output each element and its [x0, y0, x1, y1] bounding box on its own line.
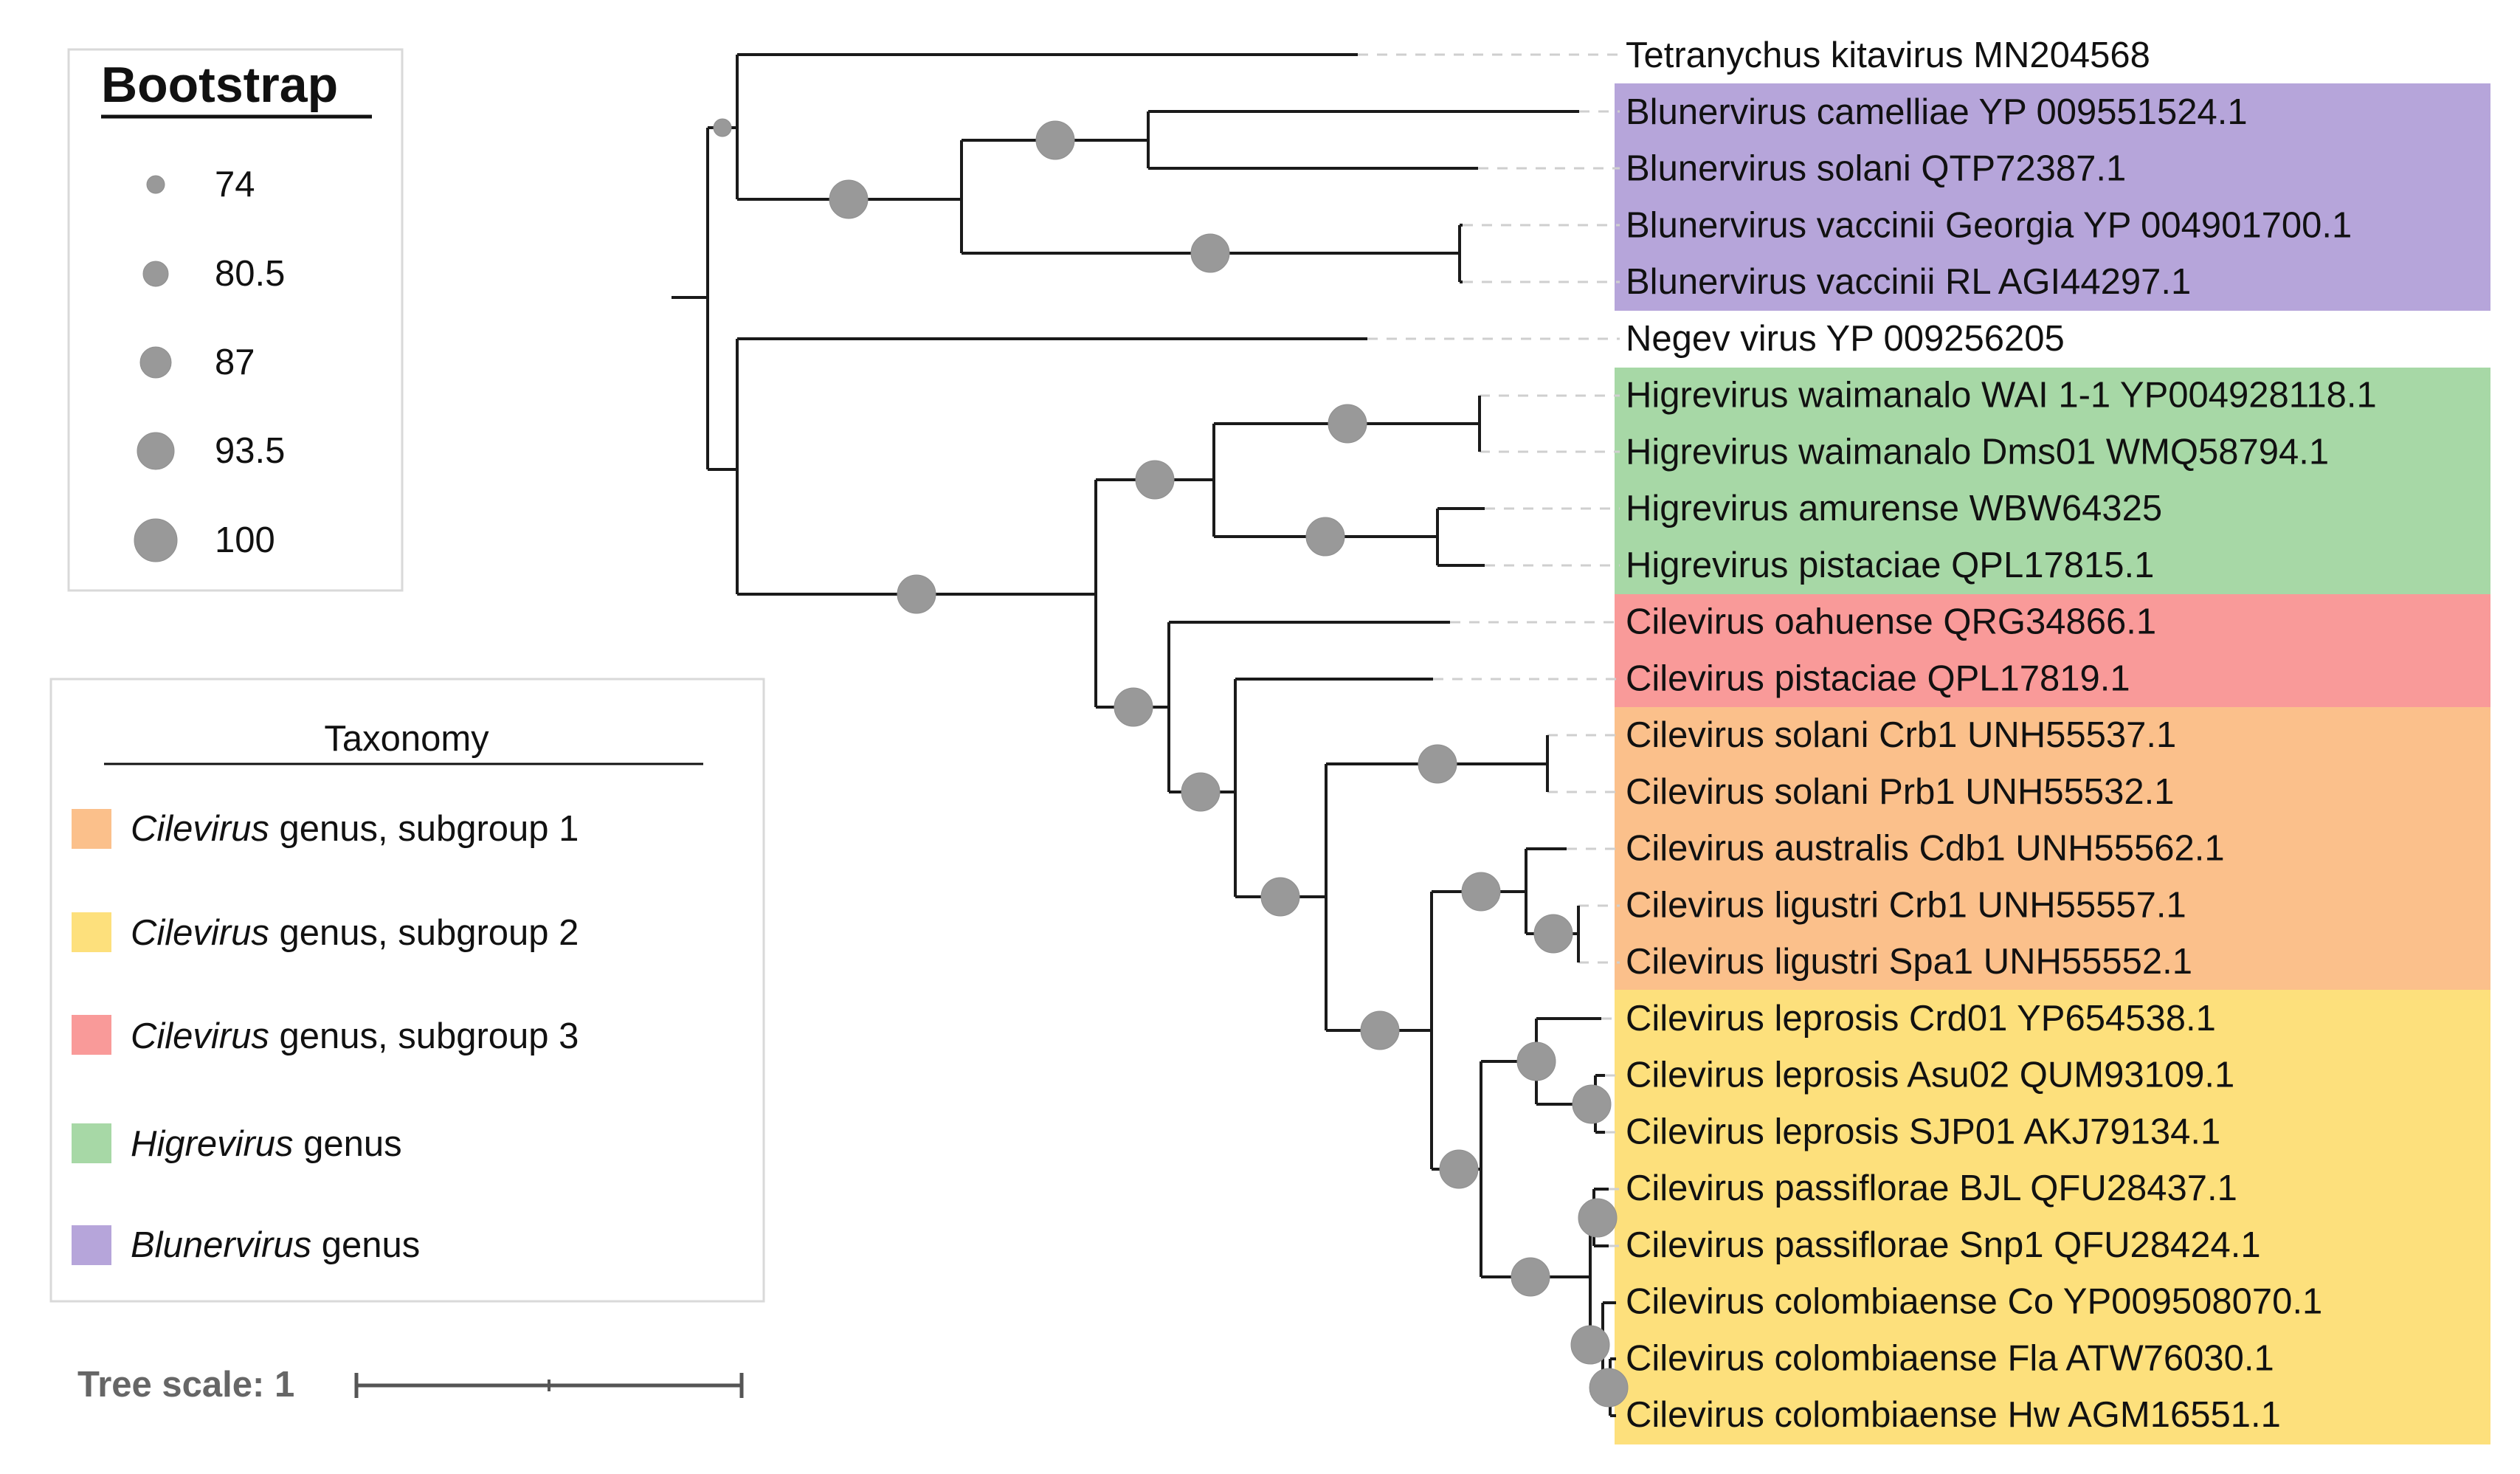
bootstrap-circle	[829, 179, 869, 219]
bootstrap-circle	[1190, 233, 1230, 273]
bootstrap-circle	[1511, 1257, 1550, 1297]
bootstrap-circle	[1305, 517, 1345, 557]
taxon-label: Higrevirus waimanalo Dms01 WMQ58794.1	[1626, 432, 2329, 472]
legend-swatch-cilevirus-subgroup-2	[72, 912, 111, 952]
taxonomy-legend: Taxonomy Cilevirus genus, subgroup 1 Cil…	[49, 678, 765, 1303]
bootstrap-legend-label: 87	[215, 342, 255, 382]
bootstrap-legend-circle	[134, 518, 178, 562]
taxon-label: Blunervirus vaccinii Georgia YP 00490170…	[1626, 205, 2352, 245]
bootstrap-circle	[1533, 914, 1573, 954]
legend-label-cilevirus-subgroup-2: Cilevirus genus, subgroup 2	[131, 913, 579, 953]
bootstrap-circle	[1578, 1198, 1618, 1238]
bootstrap-legend-label: 74	[215, 165, 255, 204]
bootstrap-circle	[1461, 872, 1501, 912]
legend-label-cilevirus-subgroup-3: Cilevirus genus, subgroup 3	[131, 1016, 579, 1056]
blunervirus-highlight	[1615, 83, 2490, 311]
taxon-label: Cilevirus leprosis Asu02 QUM93109.1	[1626, 1055, 2234, 1095]
bootstrap-legend-title: Bootstrap	[101, 57, 338, 113]
taxon-label: Negev virus YP 009256205	[1626, 319, 2065, 359]
legend-label-blunervirus: Blunervirus genus	[131, 1225, 420, 1265]
bootstrap-circle	[1570, 1325, 1610, 1365]
taxon-label: Higrevirus waimanalo WAI 1-1 YP004928118…	[1626, 376, 2377, 416]
higrevirus-highlight	[1615, 368, 2490, 594]
bootstrap-legend-circle	[146, 175, 165, 194]
taxon-label: Blunervirus camelliae YP 009551524.1	[1626, 92, 2248, 132]
bootstrap-circle	[713, 118, 732, 137]
tree-scale-label: Tree scale: 1	[77, 1365, 294, 1405]
taxon-label: Cilevirus oahuense QRG34866.1	[1626, 602, 2156, 642]
taxon-label: Cilevirus solani Prb1 UNH55532.1	[1626, 772, 2175, 812]
taxon-label: Cilevirus leprosis SJP01 AKJ79134.1	[1626, 1112, 2220, 1151]
bootstrap-legend-box	[67, 48, 404, 592]
bootstrap-circle	[1572, 1084, 1612, 1124]
bootstrap-legend-circle	[139, 346, 172, 379]
bootstrap-legend-circle	[142, 261, 169, 287]
legend-label-cilevirus-subgroup-1: Cilevirus genus, subgroup 1	[131, 809, 579, 849]
bootstrap-circle	[1035, 120, 1075, 160]
taxon-label: Blunervirus vaccinii RL AGI44297.1	[1626, 262, 2191, 302]
cilevirus-subgroup-3-highlight	[1615, 594, 2490, 707]
bootstrap-legend: Bootstrap 74 80.5 87 93.5 100	[67, 48, 404, 592]
taxon-labels: Tetranychus kitavirus MN204568Blunerviru…	[1626, 35, 2377, 1435]
bootstrap-circle	[1516, 1041, 1556, 1081]
taxon-label: Cilevirus passiflorae Snp1 QFU28424.1	[1626, 1225, 2261, 1265]
taxonomy-legend-box	[49, 678, 765, 1303]
bootstrap-circles	[713, 118, 1629, 1408]
taxon-label: Cilevirus passiflorae BJL QFU28437.1	[1626, 1168, 2237, 1208]
bootstrap-circle	[1589, 1368, 1629, 1408]
bootstrap-circle	[1114, 687, 1153, 727]
clade-highlights	[1615, 83, 2490, 1444]
legend-swatch-cilevirus-subgroup-3	[72, 1015, 111, 1055]
taxon-label: Cilevirus ligustri Crb1 UNH55557.1	[1626, 885, 2186, 925]
cilevirus-subgroup-1-highlight	[1615, 707, 2490, 990]
bootstrap-circle	[1181, 772, 1221, 812]
bootstrap-legend-label: 100	[215, 520, 275, 560]
bootstrap-legend-label: 93.5	[215, 431, 285, 471]
tree-scale: Tree scale: 1	[77, 1365, 744, 1405]
taxonomy-legend-title: Taxonomy	[324, 719, 489, 759]
taxon-label: Tetranychus kitavirus MN204568	[1626, 35, 2150, 75]
taxon-label: Higrevirus amurense WBW64325	[1626, 489, 2162, 528]
taxon-label: Cilevirus leprosis Crd01 YP654538.1	[1626, 999, 2216, 1039]
taxon-label: Higrevirus pistaciae QPL17815.1	[1626, 545, 2154, 585]
bootstrap-circle	[1328, 404, 1367, 444]
taxon-label: Cilevirus ligustri Spa1 UNH55552.1	[1626, 942, 2192, 982]
bootstrap-circle	[897, 574, 936, 614]
taxon-label: Blunervirus solani QTP72387.1	[1626, 149, 2126, 189]
legend-label-higrevirus: Higrevirus genus	[131, 1124, 402, 1164]
bootstrap-legend-circle	[137, 432, 175, 470]
bootstrap-circle	[1360, 1010, 1400, 1050]
cilevirus-subgroup-2-highlight	[1615, 990, 2490, 1444]
taxon-label: Cilevirus colombiaense Fla ATW76030.1	[1626, 1338, 2274, 1378]
bootstrap-circle	[1135, 460, 1175, 500]
legend-swatch-cilevirus-subgroup-1	[72, 809, 111, 849]
bootstrap-circle	[1439, 1149, 1479, 1189]
taxon-label: Cilevirus colombiaense Co YP009508070.1	[1626, 1282, 2322, 1322]
legend-swatch-higrevirus	[72, 1123, 111, 1163]
bootstrap-circle	[1260, 877, 1300, 917]
taxon-label: Cilevirus australis Cdb1 UNH55562.1	[1626, 829, 2225, 869]
taxon-label: Cilevirus solani Crb1 UNH55537.1	[1626, 715, 2176, 755]
taxon-label: Cilevirus pistaciae QPL17819.1	[1626, 658, 2130, 698]
tree-branches	[672, 53, 1616, 1417]
legend-swatch-blunervirus	[72, 1225, 111, 1265]
bootstrap-legend-label: 80.5	[215, 254, 285, 294]
taxon-label: Cilevirus colombiaense Hw AGM16551.1	[1626, 1395, 2281, 1435]
leader-lines	[1358, 53, 1620, 1247]
bootstrap-circle	[1418, 744, 1457, 784]
